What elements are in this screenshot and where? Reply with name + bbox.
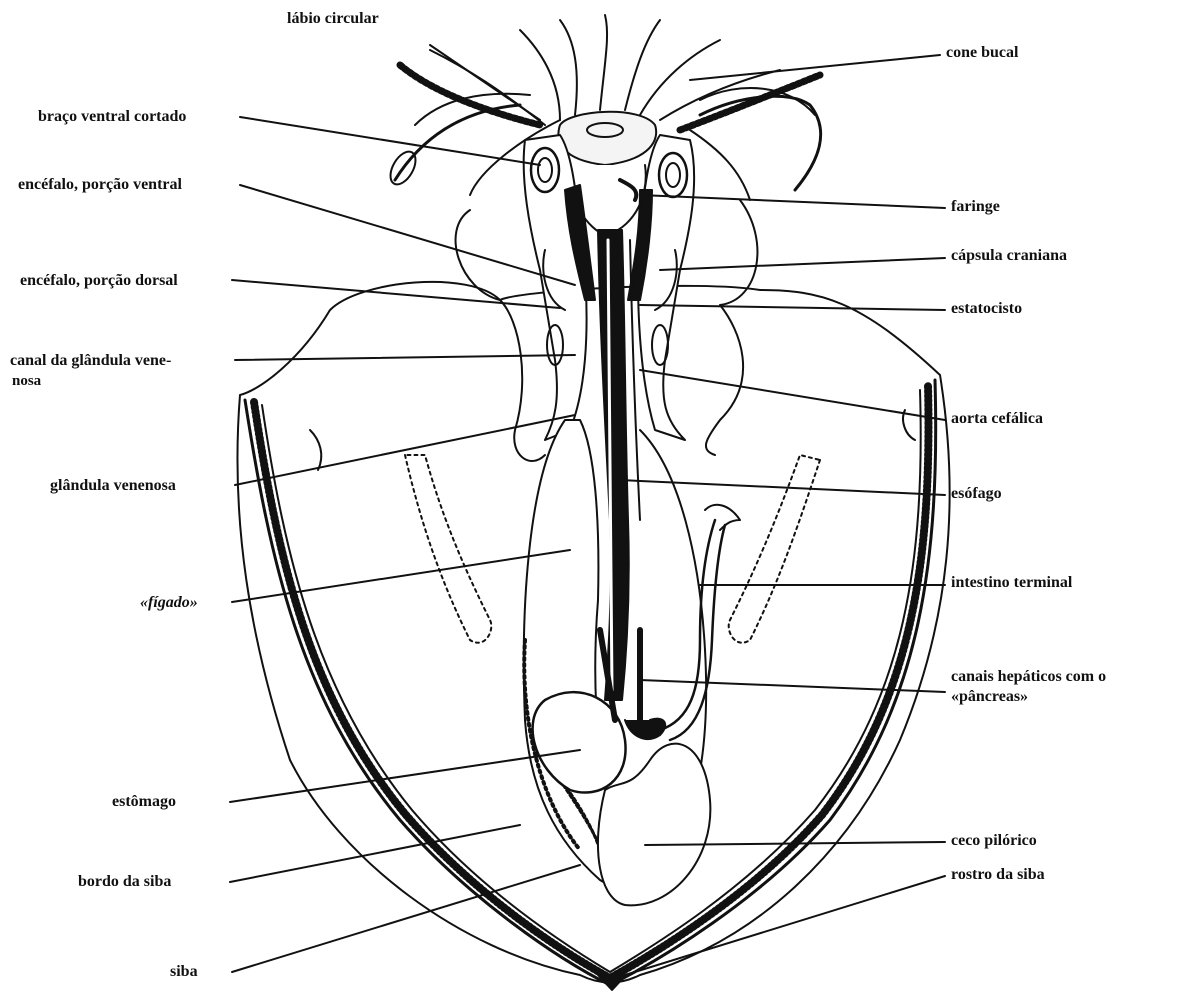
label-esofago: esófago <box>951 485 1002 503</box>
label-braco-ventral: braço ventral cortado <box>38 108 186 126</box>
label-capsula: cápsula craniana <box>951 247 1067 265</box>
label-glandula: glândula venenosa <box>50 477 176 495</box>
label-canais-hepaticos-cont: «pâncreas» <box>951 688 1028 706</box>
label-encefalo-dorsal: encéfalo, porção dorsal <box>20 272 178 290</box>
venom-gland-left <box>405 455 491 643</box>
label-intestino: intestino terminal <box>951 574 1072 592</box>
label-labio-circular: lábio circular <box>287 10 379 28</box>
label-estomago: estômago <box>112 793 176 811</box>
label-canal-glandula: canal da glândula vene- <box>10 352 171 370</box>
label-figado: «fígado» <box>140 594 198 612</box>
label-siba: siba <box>170 963 198 981</box>
cut-arm-right <box>700 96 821 190</box>
label-encefalo-ventral: encéfalo, porção ventral <box>18 176 182 194</box>
label-estatocisto: estatocisto <box>951 300 1022 318</box>
label-canais-hepaticos: canais hepáticos com o <box>951 668 1106 686</box>
label-cone-bucal: cone bucal <box>946 44 1018 62</box>
label-aorta: aorta cefálica <box>951 410 1043 428</box>
label-canal-glandula-cont: nosa <box>12 372 41 390</box>
label-ceco: ceco pilórico <box>951 832 1037 850</box>
label-faringe: faringe <box>951 198 1000 216</box>
venom-gland-right <box>729 455 820 643</box>
buccal-cone <box>558 112 656 165</box>
label-rostro: rostro da siba <box>951 866 1045 884</box>
label-bordo: bordo da siba <box>78 873 171 891</box>
head-right-lobe <box>706 200 758 455</box>
sucker-band-right <box>680 75 820 130</box>
